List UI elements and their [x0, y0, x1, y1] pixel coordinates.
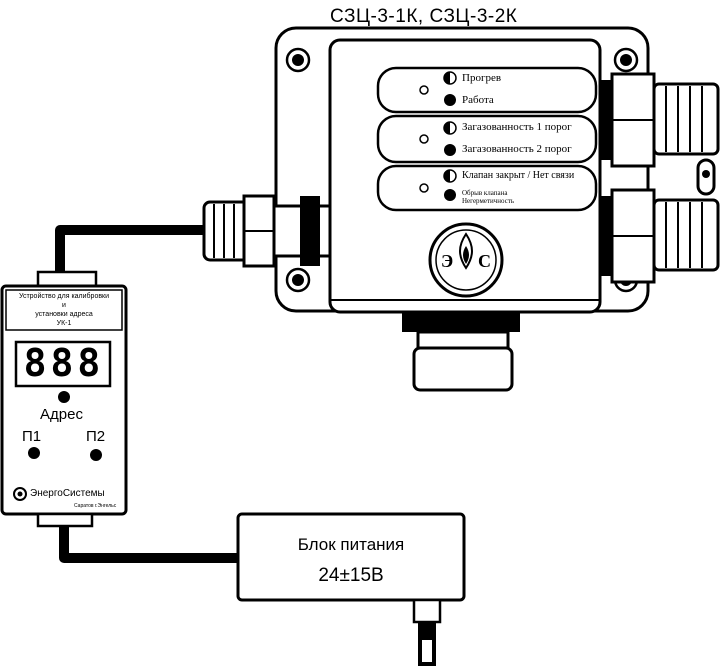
logo-letter-right: С	[478, 251, 491, 271]
brand-subtitle: Саратов г.Энгельс	[74, 503, 117, 509]
filled-led-icon	[444, 94, 456, 106]
filled-led-icon	[444, 189, 456, 201]
cable-gland-right-top	[600, 72, 720, 168]
es-logo	[428, 222, 504, 298]
display-value: 888	[23, 341, 105, 385]
cable-sensor-to-calibrator	[55, 225, 208, 282]
calibrator-header-line-1: Устройство для калибровки	[18, 293, 110, 300]
address-led	[58, 391, 70, 403]
calibrator-header: Устройство для калибровки и установки ад…	[6, 292, 122, 328]
psu-title: Блок питания	[297, 535, 405, 554]
indicator-panel-2	[376, 114, 598, 164]
panel-1-window-icon	[419, 85, 429, 95]
indicator-gas-threshold-1-label: Загазованность 1 порог	[462, 121, 572, 133]
button-p1	[28, 447, 40, 459]
indicator-valve-closed-label: Клапан закрыт / Нет связи	[462, 170, 575, 181]
indicator-gas-threshold-2-label: Загазованность 2 порог	[462, 143, 572, 155]
filled-led-icon	[444, 144, 456, 156]
calibrator-device	[0, 270, 128, 528]
indicator-work-label: Работа	[462, 94, 494, 106]
logo-letter-left: Э	[441, 251, 454, 271]
indicator-warmup-label: Прогрев	[462, 72, 502, 84]
psu-voltage: 24±15В	[318, 565, 384, 586]
cable-calibrator-to-psu	[59, 522, 240, 563]
calibrator-header-line-3: установки адреса	[35, 311, 93, 318]
cable-gland-left	[202, 194, 332, 268]
indicator-leak-label: Негерметичность	[462, 197, 515, 205]
address-label: Адрес	[40, 406, 83, 423]
indicator-panel-3	[376, 164, 598, 212]
diagram-title: СЗЦ-3-1К, СЗЦ-3-2К	[330, 6, 518, 27]
button-p2-label: П2	[86, 428, 106, 445]
panel-3-window-icon	[419, 183, 429, 193]
power-supply-box	[236, 512, 466, 666]
indicator-panel-1	[376, 66, 598, 114]
cable-gland-right-bottom	[600, 188, 720, 284]
calibrator-header-line-2: и	[62, 302, 66, 309]
brand-name: ЭнергоСистемы	[30, 488, 105, 499]
panel-2-window-icon	[419, 134, 429, 144]
indicator-valve-break-label: Обрыв клапана	[462, 189, 508, 197]
button-p1-label: П1	[22, 428, 42, 445]
seven-segment-display	[14, 340, 112, 388]
button-p2	[90, 449, 102, 461]
calibrator-header-line-4: УК-1	[56, 320, 72, 327]
